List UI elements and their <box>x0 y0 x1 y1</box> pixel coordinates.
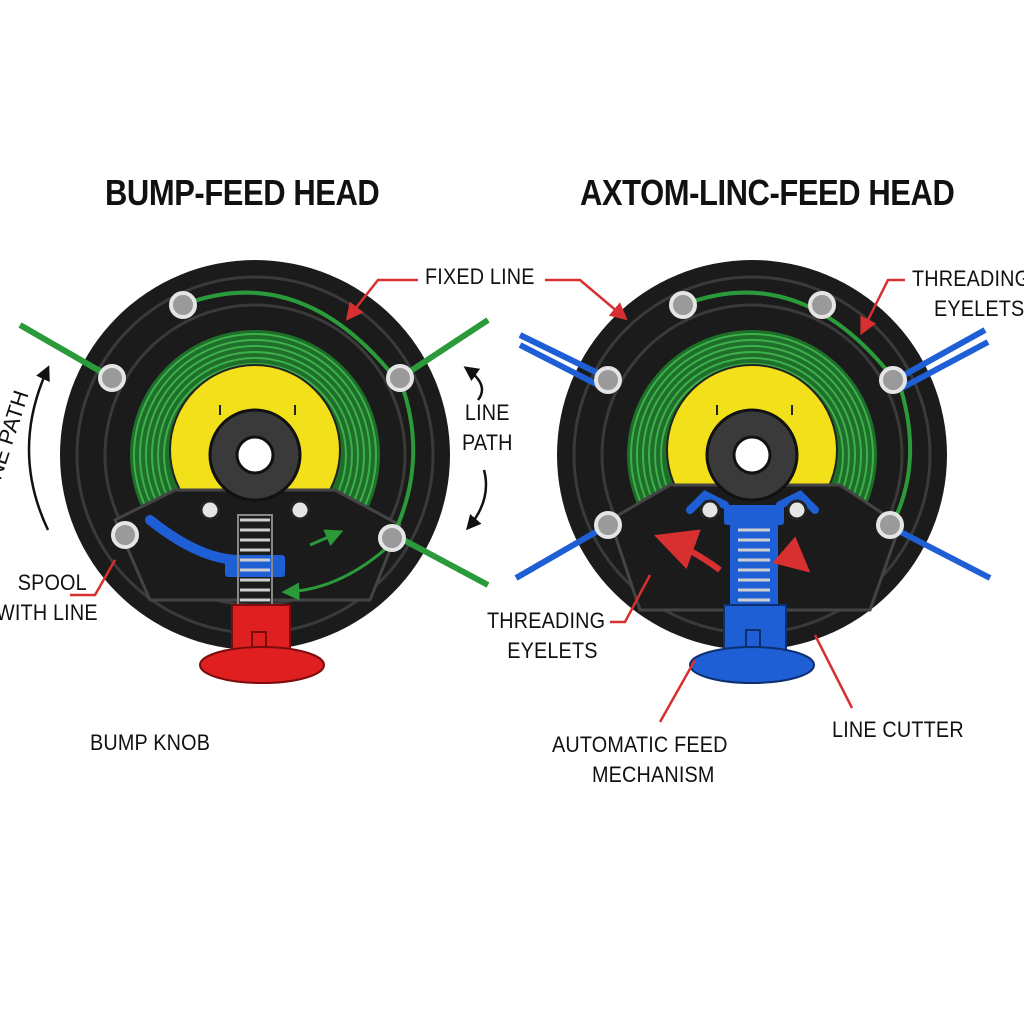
left-eyelets <box>98 291 414 552</box>
fixed-line-right-leader <box>545 278 628 321</box>
auto-feed-head <box>514 260 992 723</box>
feed-rotation-arrow-left <box>654 529 722 573</box>
label-auto-feed-line2: MECHANISM <box>591 762 715 787</box>
label-bump-knob: BUMP KNOB <box>90 730 211 755</box>
feed-rotation-arrow-right <box>772 536 811 573</box>
label-line-path-right-line1: LINE <box>464 400 510 425</box>
left-spring <box>237 514 273 606</box>
left-carrier-plate <box>113 488 402 602</box>
bump-feed-head <box>18 260 490 684</box>
label-automatic-feed-mechanism: AUTOMATIC FEED MECHANISM <box>552 730 728 790</box>
label-threading-eyelets-right-line1: THREADING <box>912 266 1024 291</box>
label-threading-eyelets-right-line2: EYELETS <box>934 296 1024 321</box>
left-line-path-top <box>182 290 397 380</box>
right-line-path-top <box>682 290 895 380</box>
auto-feed-leader <box>658 659 697 723</box>
label-threading-eyelets-center: THREADING EYELETS <box>487 606 605 666</box>
label-spool-line1: SPOOL <box>17 570 87 595</box>
fixed-line-leader <box>345 278 418 321</box>
spool-leader <box>70 559 117 597</box>
left-line-path-arrow <box>27 365 50 531</box>
threading-eyelets-center-leader <box>610 574 652 624</box>
right-line-path-arrow-top <box>463 366 484 401</box>
label-threading-eyelets-center-line2: EYELETS <box>507 638 598 663</box>
label-threading-eyelets-right: THREADING EYELETS <box>912 264 1024 324</box>
label-spool-with-line: SPOOL WITH LINE <box>0 568 98 628</box>
threading-eyelets-right-leader <box>860 278 905 336</box>
right-blue-lines <box>514 327 992 581</box>
label-fixed-line: FIXED LINE <box>425 264 535 289</box>
right-eyelets <box>594 291 907 539</box>
bump-knob <box>199 604 325 684</box>
title-auto-feed-head: AXTOM-LINC-FEED HEAD <box>580 172 955 213</box>
label-line-path-right: LINE PATH <box>462 398 513 458</box>
label-auto-feed-line1: AUTOMATIC FEED <box>552 732 728 757</box>
label-line-cutter: LINE CUTTER <box>832 717 964 742</box>
automatic-feed-mechanism <box>689 505 815 684</box>
label-threading-eyelets-center-line1: THREADING <box>487 608 606 633</box>
left-line-path-side <box>390 379 416 539</box>
label-spool-line2: WITH LINE <box>0 600 98 625</box>
line-cutter-leader <box>813 634 854 709</box>
label-line-path-right-line2: PATH <box>462 430 513 455</box>
title-bump-feed-head: BUMP-FEED HEAD <box>105 172 380 213</box>
right-line-path-arrow-bottom <box>466 469 488 531</box>
